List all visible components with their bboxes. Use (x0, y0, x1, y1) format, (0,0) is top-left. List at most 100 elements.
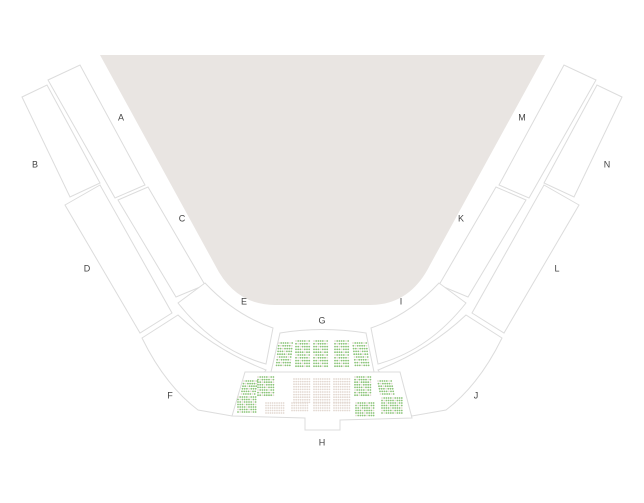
seat[interactable] (270, 381, 273, 384)
seat[interactable] (297, 404, 300, 407)
seat[interactable] (367, 378, 370, 381)
seat[interactable] (261, 378, 264, 381)
seat[interactable] (317, 340, 320, 342)
seat[interactable] (301, 393, 304, 396)
seat[interactable] (261, 391, 264, 394)
seat[interactable] (299, 385, 302, 388)
seat[interactable] (326, 393, 329, 396)
seat[interactable] (335, 402, 338, 404)
seat[interactable] (321, 348, 324, 351)
seat[interactable] (284, 347, 286, 350)
seat[interactable] (338, 356, 341, 359)
seat[interactable] (339, 380, 342, 383)
seat[interactable] (280, 402, 283, 404)
seat[interactable] (381, 409, 383, 412)
seat[interactable] (339, 398, 342, 401)
seat[interactable] (299, 362, 302, 365)
seat[interactable] (281, 347, 284, 350)
seat[interactable] (365, 383, 367, 386)
seat[interactable] (321, 385, 324, 388)
seat[interactable] (239, 403, 242, 406)
seat[interactable] (336, 362, 339, 365)
seat[interactable] (245, 401, 248, 403)
seat[interactable] (261, 381, 264, 384)
seat[interactable] (359, 407, 362, 409)
seat[interactable] (243, 398, 246, 401)
seat[interactable] (268, 376, 270, 378)
seat[interactable] (333, 378, 335, 380)
seat[interactable] (247, 382, 249, 385)
seat[interactable] (253, 385, 255, 388)
seat[interactable] (268, 381, 270, 384)
seat[interactable] (301, 340, 304, 342)
seat[interactable] (378, 385, 380, 388)
seat[interactable] (308, 401, 311, 404)
seat[interactable] (269, 404, 272, 407)
seat[interactable] (321, 378, 324, 380)
seat[interactable] (363, 412, 366, 414)
seat[interactable] (268, 394, 270, 397)
seat[interactable] (360, 394, 363, 397)
seat[interactable] (335, 398, 338, 401)
seat[interactable] (334, 354, 336, 356)
seat[interactable] (368, 407, 371, 409)
seat[interactable] (303, 356, 306, 359)
seat[interactable] (346, 391, 349, 393)
seat[interactable] (245, 398, 248, 401)
seat[interactable] (354, 344, 357, 347)
seat[interactable] (295, 348, 297, 351)
seat[interactable] (303, 345, 306, 348)
seat[interactable] (299, 396, 302, 399)
seat[interactable] (285, 356, 288, 358)
seat[interactable] (249, 380, 252, 382)
seat[interactable] (285, 358, 287, 361)
seat[interactable] (367, 386, 370, 389)
seat[interactable] (338, 354, 341, 356)
seat[interactable] (278, 358, 281, 361)
seat[interactable] (250, 387, 253, 390)
seat[interactable] (365, 389, 367, 391)
seat[interactable] (277, 344, 280, 347)
seat[interactable] (257, 386, 259, 389)
seat[interactable] (241, 387, 244, 390)
seat[interactable] (326, 407, 329, 409)
seat[interactable] (335, 385, 338, 388)
seat[interactable] (299, 402, 302, 404)
seat[interactable] (387, 402, 390, 404)
seat[interactable] (321, 342, 324, 345)
section-f[interactable] (141, 314, 267, 417)
seat[interactable] (334, 345, 336, 348)
seat[interactable] (394, 412, 397, 414)
seat[interactable] (341, 388, 344, 391)
seat[interactable] (360, 391, 363, 394)
seat[interactable] (301, 396, 304, 399)
seat[interactable] (306, 359, 308, 362)
seat[interactable] (324, 356, 326, 359)
seat[interactable] (392, 409, 394, 412)
seat[interactable] (242, 393, 245, 395)
seat[interactable] (340, 359, 343, 362)
seat[interactable] (283, 356, 285, 358)
seat[interactable] (241, 411, 244, 413)
seat[interactable] (359, 353, 362, 356)
seat[interactable] (379, 390, 381, 393)
seat[interactable] (354, 361, 356, 364)
seat[interactable] (333, 380, 335, 383)
seat[interactable] (306, 342, 308, 345)
seat[interactable] (341, 391, 344, 393)
seat[interactable] (280, 404, 283, 407)
seat[interactable] (386, 393, 388, 395)
seat[interactable] (252, 406, 255, 408)
seat[interactable] (297, 407, 300, 409)
seat[interactable] (385, 380, 388, 382)
seat[interactable] (287, 361, 289, 364)
seat[interactable] (368, 412, 371, 414)
seat[interactable] (252, 408, 255, 411)
seat[interactable] (248, 403, 250, 406)
seat[interactable] (383, 409, 386, 412)
seat[interactable] (372, 412, 375, 414)
seat[interactable] (394, 409, 397, 412)
seat[interactable] (303, 354, 306, 356)
seat[interactable] (348, 398, 351, 401)
